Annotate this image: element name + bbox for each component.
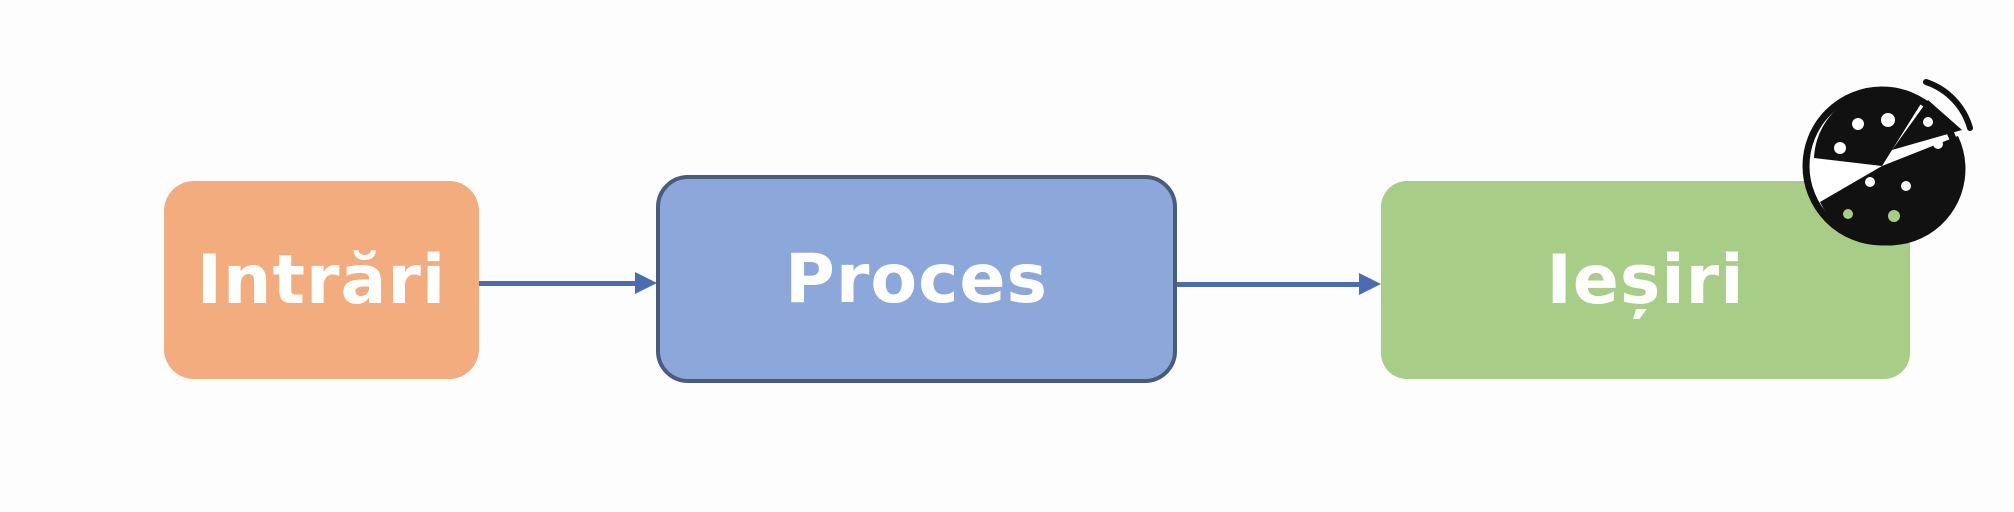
process-node: Proces [656,175,1177,383]
pizza-icon [1802,79,1973,246]
output-node-label: Ieșiri [1546,240,1745,320]
process-node-label: Proces [785,239,1048,319]
arrow-input-to-process [479,272,657,294]
input-node-label: Intrări [196,240,447,320]
arrow-process-to-output [1177,273,1381,295]
input-node: Intrări [164,181,479,379]
